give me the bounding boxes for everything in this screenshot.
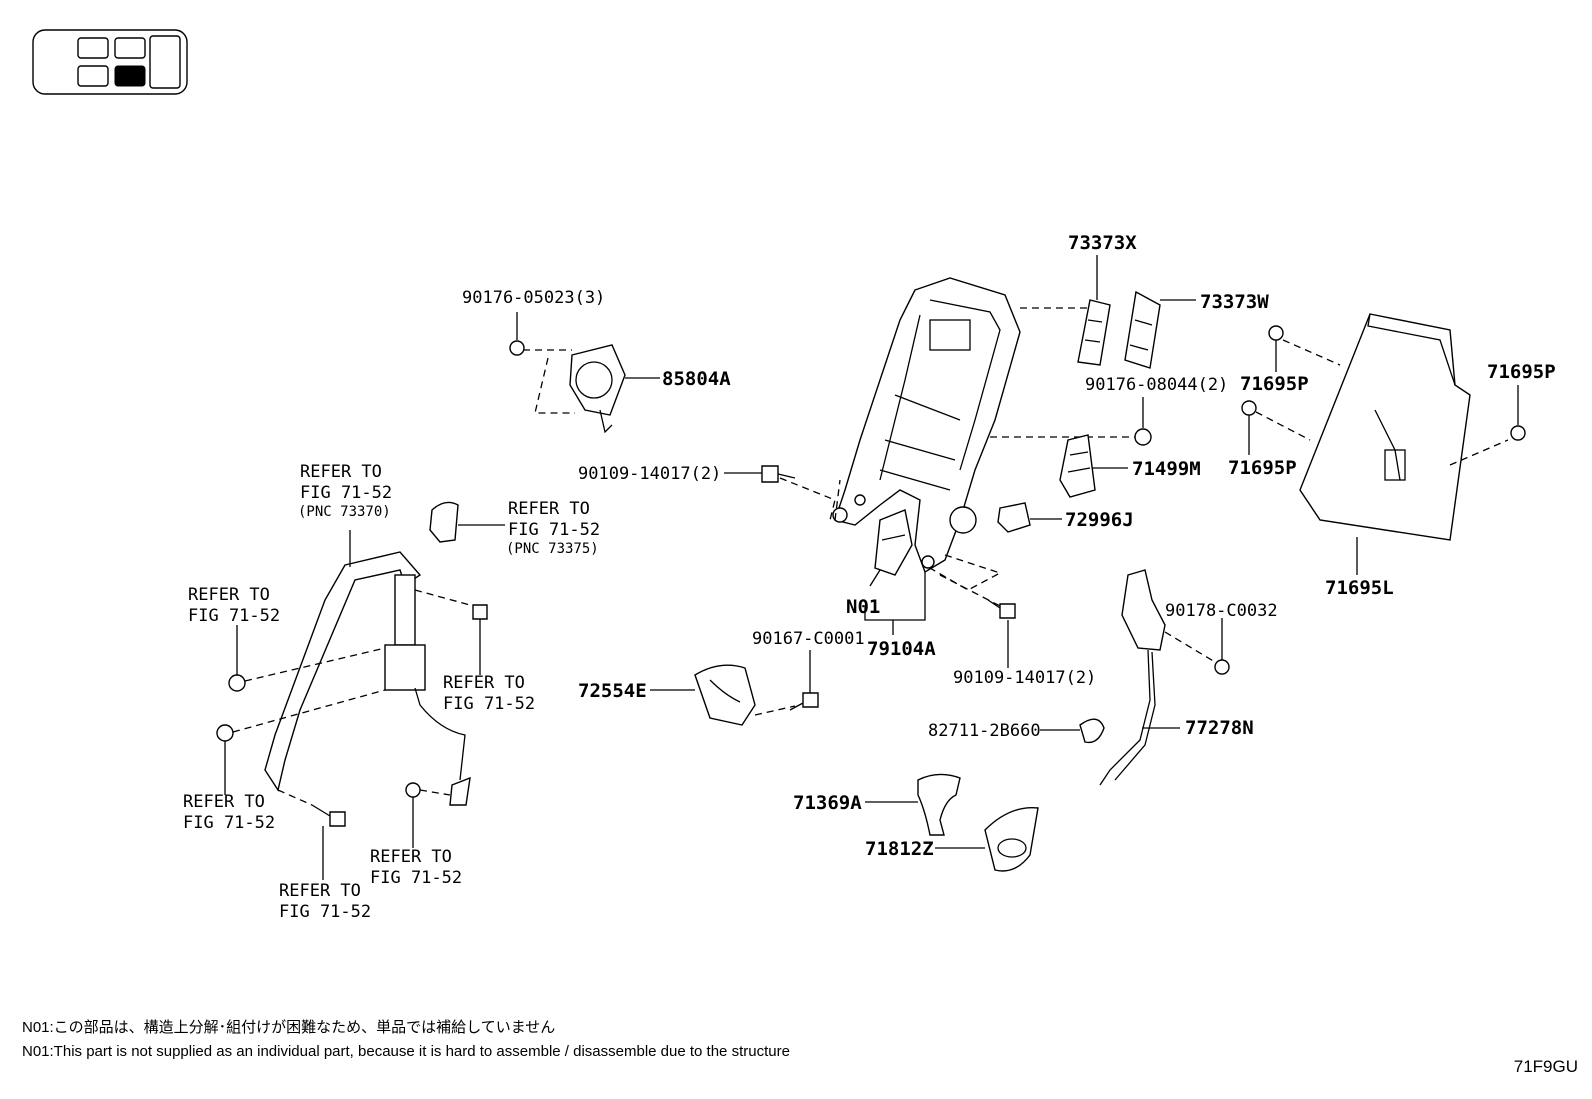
label-71695l[interactable]: 71695L <box>1325 577 1394 599</box>
label-90176-08044[interactable]: 90176-08044(2) <box>1085 375 1228 395</box>
clip-71695p-a-drawing <box>1268 325 1284 341</box>
refer-belt-upper: REFER TO FIG 71-52 (PNC 73370) <box>298 462 392 520</box>
clip-71695p-c-drawing <box>1510 425 1526 441</box>
figure-code: 71F9GU <box>1513 1057 1578 1076</box>
part-85804a-drawing <box>509 340 626 434</box>
label-90176-05023[interactable]: 90176-05023(3) <box>462 288 605 308</box>
clip-71695p-b-drawing <box>1241 400 1257 416</box>
label-73373x[interactable]: 73373X <box>1068 232 1137 254</box>
refer-fig-text: FIG 71-52 <box>188 606 280 626</box>
part-71812z-drawing <box>984 806 1039 872</box>
bolt-90109-14017-a-drawing <box>761 465 796 483</box>
refer-pnc-text: (PNC 73375) <box>506 541 599 557</box>
screw-90167-c0001-drawing <box>789 692 819 711</box>
highlighted-seat <box>114 65 146 87</box>
refer-to-text: REFER TO <box>443 673 525 693</box>
refer-left-nut-upper: REFER TO FIG 71-52 <box>188 585 280 626</box>
refer-lower-bolt: REFER TO FIG 71-52 <box>279 881 371 922</box>
clip-90176-08044-drawing <box>1134 428 1152 446</box>
label-71812z[interactable]: 71812Z <box>865 838 934 860</box>
label-n01[interactable]: N01 <box>846 596 880 618</box>
label-72996j[interactable]: 72996J <box>1065 509 1134 531</box>
bolt-90109-14017-b-drawing <box>987 599 1016 619</box>
label-73373w[interactable]: 73373W <box>1200 291 1269 313</box>
nut-left-e-drawing <box>405 782 421 798</box>
label-72554e[interactable]: 72554E <box>578 680 647 702</box>
clip-82711-drawing <box>1079 718 1105 744</box>
label-79104a[interactable]: 79104A <box>867 638 936 660</box>
refer-left-nut-lower: REFER TO FIG 71-52 <box>183 792 275 833</box>
refer-fig-text: FIG 71-52 <box>370 868 462 888</box>
seatbelt-assembly-drawing <box>264 501 471 806</box>
label-71695p-c[interactable]: 71695P <box>1487 361 1556 383</box>
label-90109-14017-a[interactable]: 90109-14017(2) <box>578 464 721 484</box>
nut-left-c-drawing <box>216 724 234 742</box>
seatback-frame-drawing <box>832 277 1021 576</box>
label-90109-14017-b[interactable]: 90109-14017(2) <box>953 668 1096 688</box>
label-77278n[interactable]: 77278N <box>1185 717 1254 739</box>
part-73373x-drawing <box>1077 299 1111 366</box>
refer-fig-text: FIG 71-52 <box>443 694 535 714</box>
refer-to-text: REFER TO <box>370 847 452 867</box>
part-72996j-drawing <box>997 502 1031 533</box>
harness-77278n-drawing <box>1099 569 1230 786</box>
refer-to-text: REFER TO <box>508 499 590 519</box>
part-71499m-drawing <box>1059 434 1096 498</box>
refer-fig-text: FIG 71-52 <box>508 520 600 540</box>
bolt-left-a-drawing <box>472 604 488 620</box>
refer-fig-text: FIG 71-52 <box>300 483 392 503</box>
refer-belt-cover: REFER TO FIG 71-52 (PNC 73375) <box>506 499 600 557</box>
label-90178-c0032[interactable]: 90178-C0032 <box>1165 601 1278 621</box>
label-82711-2b660[interactable]: 82711-2B660 <box>928 721 1041 741</box>
refer-to-text: REFER TO <box>183 792 265 812</box>
part-71369a-drawing <box>917 773 961 836</box>
refer-fig-text: FIG 71-52 <box>183 813 275 833</box>
part-71695l-drawing <box>1299 313 1471 541</box>
nut-left-b-drawing <box>228 674 246 692</box>
refer-buckle-nut: REFER TO FIG 71-52 <box>370 847 462 888</box>
part-72554e-drawing <box>694 664 756 726</box>
refer-to-text: REFER TO <box>188 585 270 605</box>
seat-locator-icon <box>32 29 188 95</box>
refer-fig-text: FIG 71-52 <box>279 902 371 922</box>
note-n01-english: N01:This part is not supplied as an indi… <box>22 1043 790 1060</box>
refer-left-bolt: REFER TO FIG 71-52 <box>443 673 535 714</box>
note-n01-japanese: N01:この部品は、構造上分解･組付けが困難なため、単品では補給していません <box>22 1019 556 1036</box>
label-71369a[interactable]: 71369A <box>793 792 862 814</box>
part-73373w-drawing <box>1124 290 1161 369</box>
label-90167-c0001[interactable]: 90167-C0001 <box>752 629 865 649</box>
bolt-left-d-drawing <box>311 804 346 827</box>
label-71695p-b[interactable]: 71695P <box>1228 457 1297 479</box>
refer-to-text: REFER TO <box>279 881 361 901</box>
refer-to-text: REFER TO <box>300 462 382 482</box>
label-71499m[interactable]: 71499M <box>1132 458 1201 480</box>
refer-pnc-text: (PNC 73370) <box>298 504 391 520</box>
label-71695p-a[interactable]: 71695P <box>1240 373 1309 395</box>
label-85804a[interactable]: 85804A <box>662 368 731 390</box>
